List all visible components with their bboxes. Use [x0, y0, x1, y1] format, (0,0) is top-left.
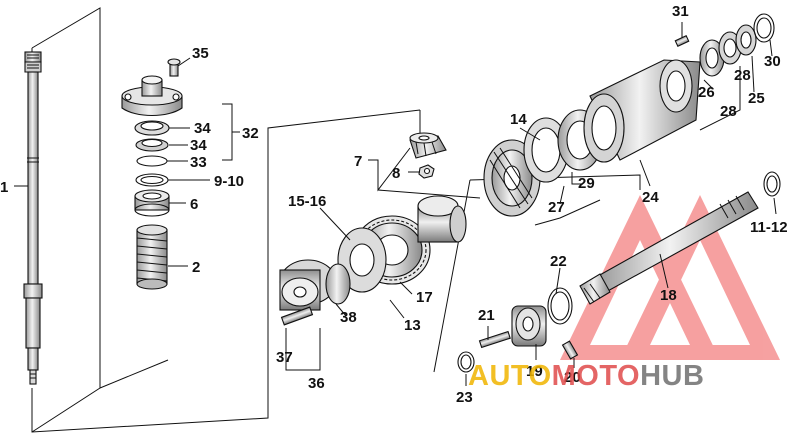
watermark-logo: AUTOMOTOHUB — [468, 360, 704, 392]
drive-shaft — [23, 51, 43, 385]
callout-18: 18 — [660, 287, 677, 304]
callout-31: 31 — [672, 3, 689, 20]
callout-38: 38 — [340, 309, 357, 326]
bushing-2 — [136, 224, 168, 290]
ring-23 — [457, 351, 475, 373]
bearing-housing-cap — [121, 75, 183, 116]
callout-34b: 34 — [190, 137, 207, 154]
callout-28b: 28 — [720, 103, 737, 120]
o-ring-30 — [753, 13, 775, 43]
callout-33: 33 — [190, 154, 207, 171]
callout-17: 17 — [416, 289, 433, 306]
cam-pin-37 — [280, 306, 314, 326]
watermark-moto: MOTO — [552, 360, 640, 392]
propeller-shaft-18 — [579, 191, 759, 305]
o-ring-33 — [136, 155, 168, 167]
callout-25: 25 — [748, 90, 765, 107]
clutch-cam-38 — [279, 259, 351, 311]
watermark-hub: HUB — [640, 360, 704, 392]
bolt-35 — [167, 58, 181, 77]
gear-housing-24 — [583, 59, 701, 163]
callout-34a: 34 — [194, 120, 211, 137]
clutch-spring-22 — [547, 287, 573, 325]
thrust-washer-15-16 — [337, 227, 387, 293]
bearing-6 — [134, 189, 170, 217]
callout-36: 36 — [308, 375, 325, 392]
callout-32: 32 — [242, 125, 259, 142]
nut-8 — [418, 164, 435, 179]
callout-19: 19 — [526, 363, 543, 380]
seal-28b — [735, 24, 757, 56]
callout-37: 37 — [276, 349, 293, 366]
forward-gear-13 — [417, 195, 467, 243]
callout-21: 21 — [478, 307, 495, 324]
ring-11-12 — [763, 171, 781, 197]
callout-22: 22 — [550, 253, 567, 270]
callout-11-12: 11-12 — [750, 219, 788, 236]
plunger-21 — [478, 330, 511, 349]
shim-9-10 — [135, 173, 169, 187]
callout-20: 20 — [564, 369, 581, 386]
callout-26: 26 — [698, 84, 715, 101]
callout-6: 6 — [190, 196, 198, 213]
callout-23: 23 — [456, 389, 473, 406]
callout-8: 8 — [392, 165, 400, 182]
pin-20 — [561, 340, 579, 360]
callout-35: 35 — [192, 45, 209, 62]
seal-ring-34b — [135, 138, 169, 152]
callout-29: 29 — [578, 175, 595, 192]
callout-14: 14 — [510, 111, 527, 128]
watermark-auto: AUTO — [468, 360, 552, 392]
callout-15-16: 15-16 — [288, 193, 326, 210]
callout-24: 24 — [642, 189, 659, 206]
callout-2: 2 — [192, 259, 200, 276]
clutch-dog-19 — [511, 305, 547, 347]
callout-1: 1 — [0, 179, 8, 196]
callout-13: 13 — [404, 317, 421, 334]
callout-9-10: 9-10 — [214, 173, 244, 190]
callout-7: 7 — [354, 153, 362, 170]
callout-28a: 28 — [734, 67, 751, 84]
seal-ring-34a — [134, 120, 170, 136]
leader-lines — [14, 22, 777, 386]
watermark-triangle-icon — [560, 195, 780, 360]
callout-27: 27 — [548, 199, 565, 216]
pinion-gear-7 — [409, 132, 447, 159]
bolt-31 — [674, 35, 690, 47]
callout-30: 30 — [764, 53, 781, 70]
